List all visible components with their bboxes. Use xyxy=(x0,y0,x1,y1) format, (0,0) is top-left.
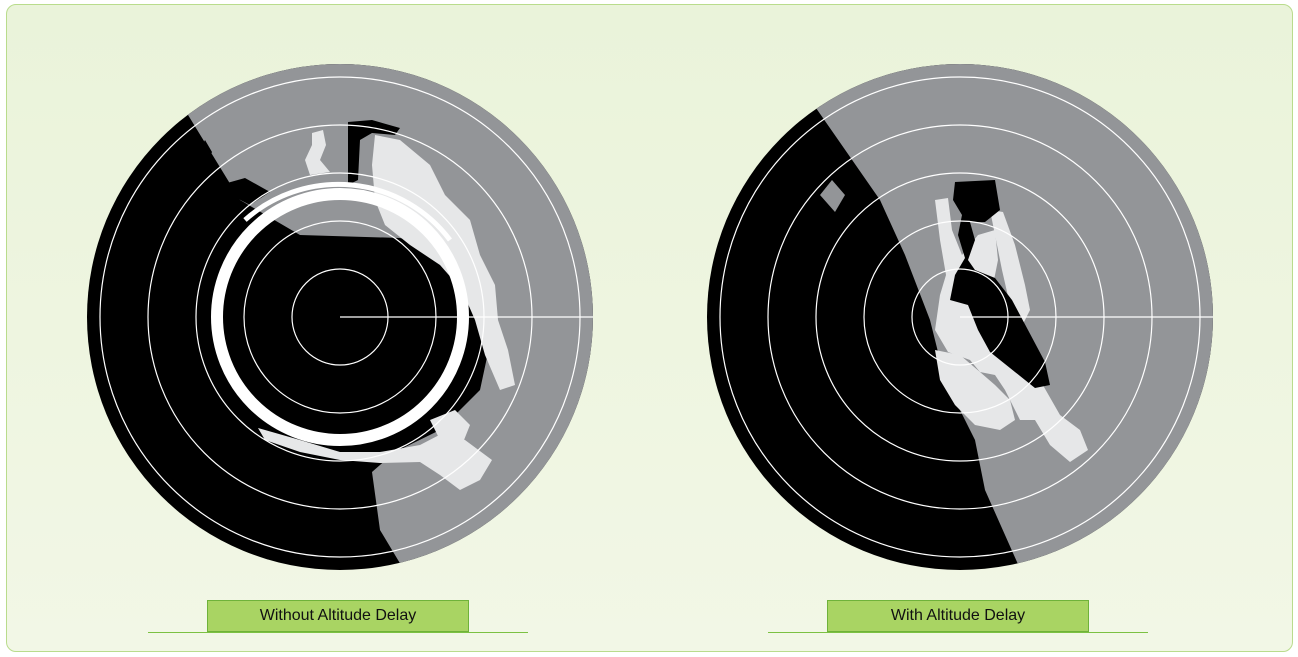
caption-with-altitude-delay: With Altitude Delay xyxy=(827,600,1089,632)
caption-without-altitude-delay: Without Altitude Delay xyxy=(207,600,469,632)
right-caption-rule xyxy=(768,632,1148,633)
left-caption-rule xyxy=(148,632,528,633)
radar-display-without-altitude-delay xyxy=(87,40,700,580)
radar-display-with-altitude-delay xyxy=(707,40,1298,580)
